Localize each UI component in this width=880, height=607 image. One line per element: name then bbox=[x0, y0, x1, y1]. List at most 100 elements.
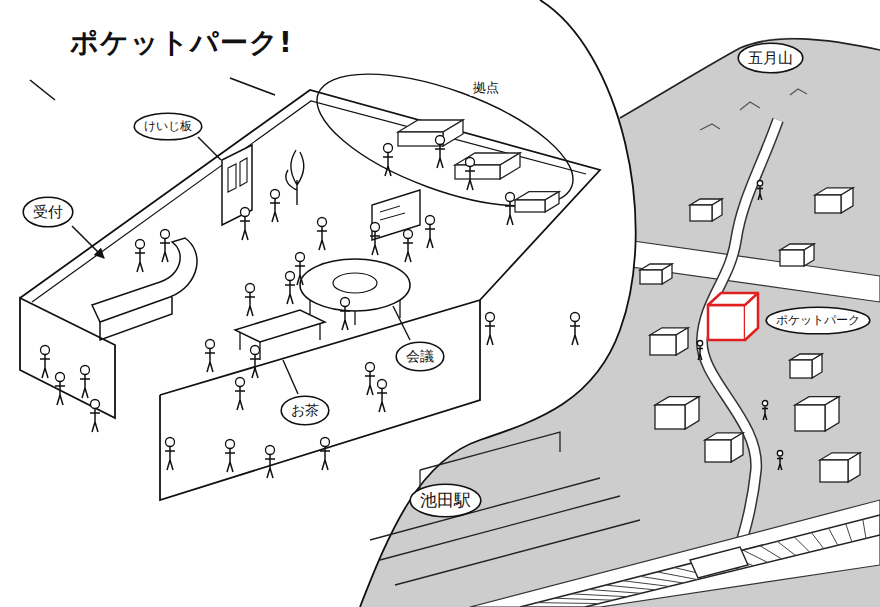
figure-head bbox=[161, 230, 170, 239]
figure-body bbox=[90, 409, 100, 432]
diagram-title: ポケットパーク! bbox=[70, 26, 293, 60]
figure-body bbox=[435, 145, 445, 168]
buildings-and-desks bbox=[398, 120, 860, 482]
figure-head bbox=[41, 346, 50, 355]
figure-body bbox=[265, 455, 275, 478]
bubble-ellipse bbox=[281, 396, 329, 425]
figure-head bbox=[466, 158, 475, 167]
stick-figure bbox=[403, 230, 413, 263]
stick-figure bbox=[435, 136, 445, 169]
figure-head bbox=[571, 313, 580, 322]
stick-figure bbox=[485, 313, 495, 346]
railway-band bbox=[470, 500, 880, 607]
figure-body bbox=[425, 225, 435, 248]
bubble-ellipse bbox=[766, 307, 870, 334]
label-bubble: 会議 bbox=[395, 341, 445, 372]
figure-head bbox=[56, 373, 65, 382]
bubble-ellipse bbox=[738, 43, 803, 73]
figure-head bbox=[241, 208, 250, 217]
rail-tie bbox=[589, 589, 642, 593]
tea-table bbox=[235, 310, 325, 342]
leader-line bbox=[198, 137, 221, 160]
label-text: お茶 bbox=[291, 402, 319, 419]
rail-tie bbox=[640, 576, 683, 583]
block-box bbox=[455, 153, 520, 179]
tree-marks bbox=[700, 89, 807, 130]
river bbox=[702, 120, 778, 560]
stick-figure bbox=[80, 366, 90, 399]
box-side bbox=[500, 153, 520, 179]
block-box bbox=[690, 199, 722, 221]
figure-head bbox=[166, 438, 175, 447]
rail-tie bbox=[846, 524, 852, 542]
rail-tie bbox=[811, 533, 823, 549]
box-front bbox=[640, 270, 662, 284]
figure-head bbox=[266, 446, 275, 455]
figure-head bbox=[226, 440, 235, 449]
rail-tie bbox=[760, 546, 782, 559]
bubble-ellipse bbox=[396, 342, 444, 371]
figure-head bbox=[371, 223, 380, 232]
box-side bbox=[443, 120, 463, 146]
stick-figure bbox=[225, 440, 235, 473]
box-side bbox=[676, 328, 688, 355]
block-box bbox=[515, 192, 559, 212]
leader-line bbox=[283, 360, 298, 394]
figure-head bbox=[81, 366, 90, 375]
label-bubble: けいじ板 bbox=[133, 112, 203, 141]
block-box bbox=[790, 354, 822, 378]
figure-body bbox=[762, 406, 768, 420]
stick-figure bbox=[757, 181, 763, 201]
base-area-outline bbox=[301, 47, 589, 233]
figure-body bbox=[80, 375, 90, 398]
stick-figure bbox=[383, 144, 393, 177]
box-front bbox=[690, 205, 712, 221]
figure-head bbox=[777, 451, 782, 456]
label-text: 受付 bbox=[33, 203, 63, 221]
figure-body bbox=[370, 232, 380, 255]
stick-figure bbox=[505, 193, 515, 226]
whiteboard bbox=[372, 190, 420, 240]
stick-figure bbox=[270, 190, 280, 223]
stick-figure bbox=[777, 451, 783, 471]
label-text: ポケットパーク bbox=[776, 313, 860, 327]
reception-counter bbox=[100, 297, 172, 340]
figure-head bbox=[251, 346, 260, 355]
stick-figure bbox=[762, 401, 768, 421]
figure-body bbox=[165, 447, 175, 470]
box-side bbox=[825, 397, 839, 431]
label-bubble: 池田駅 bbox=[409, 483, 482, 518]
stick-figure bbox=[370, 223, 380, 256]
label-text: 会議 bbox=[406, 348, 434, 365]
box-front bbox=[655, 405, 685, 429]
stick-figure bbox=[250, 346, 260, 379]
stick-figure bbox=[245, 284, 255, 317]
front-wall bbox=[160, 300, 480, 500]
box-front bbox=[705, 440, 731, 462]
area-label: 拠点 bbox=[470, 80, 502, 96]
label-bubble: お茶 bbox=[280, 395, 330, 426]
stick-figure bbox=[320, 438, 330, 471]
box-front bbox=[455, 165, 500, 179]
rail bbox=[585, 535, 880, 607]
stick-figure bbox=[55, 373, 65, 406]
round-table bbox=[300, 259, 410, 311]
figure-body bbox=[295, 262, 305, 285]
stick-figure bbox=[465, 158, 475, 191]
box-side bbox=[545, 192, 559, 212]
figure-head bbox=[296, 253, 305, 262]
pocket-park-site bbox=[708, 305, 745, 340]
figure-head bbox=[426, 216, 435, 225]
figure-body bbox=[55, 382, 65, 405]
figure-body bbox=[403, 239, 413, 262]
rail-tie bbox=[606, 585, 656, 590]
leader-arrow bbox=[72, 226, 104, 258]
figure-body bbox=[225, 449, 235, 472]
label-bubble: ポケットパーク bbox=[765, 306, 871, 335]
stick-figure bbox=[90, 400, 100, 433]
figure-body bbox=[40, 355, 50, 378]
stick-figure bbox=[265, 446, 275, 479]
stick-figure bbox=[570, 313, 580, 346]
figure-body bbox=[245, 293, 255, 316]
